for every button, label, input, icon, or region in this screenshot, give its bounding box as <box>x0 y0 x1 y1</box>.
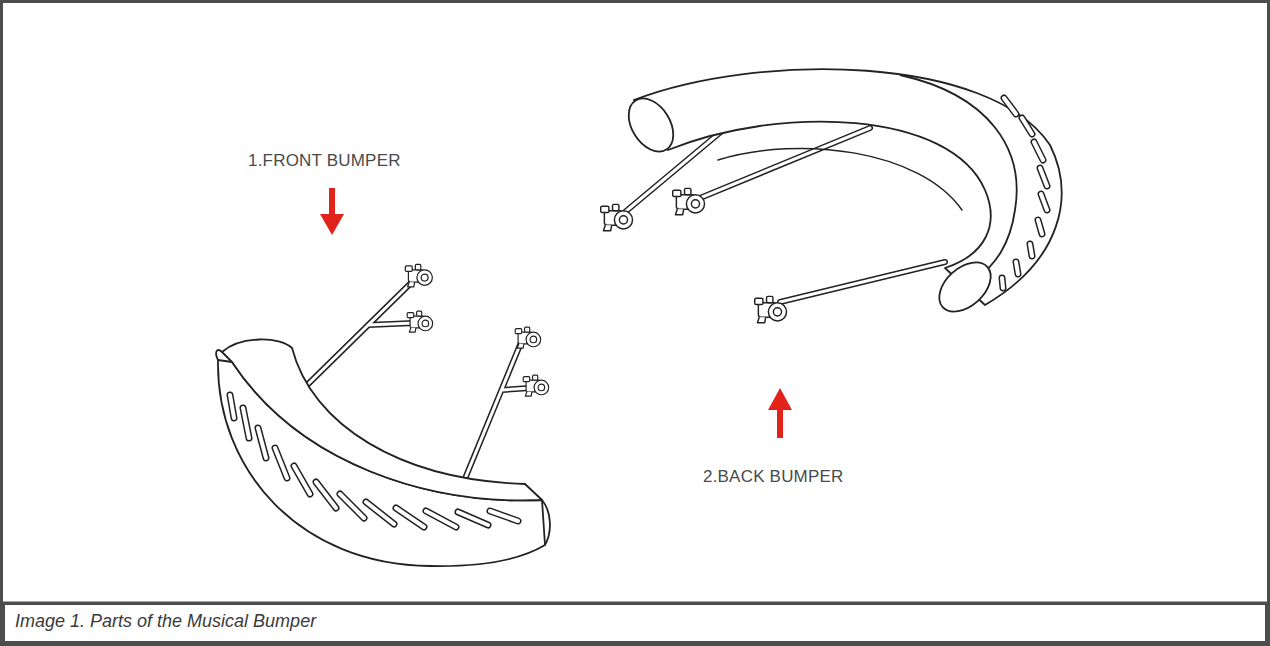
bumper-edge-line <box>900 75 1017 280</box>
bumper-end-cap <box>216 350 222 360</box>
pointer-arrow-head <box>768 388 792 410</box>
pointer-arrow-shaft <box>777 406 783 438</box>
bumper-end-cap <box>620 90 683 159</box>
pipe-clamp <box>673 188 705 214</box>
bumper-slot-fill <box>230 395 518 527</box>
bumper-slot <box>1002 98 1047 288</box>
part-label-text: 2.BACK BUMPER <box>703 467 844 486</box>
part-label: 2.BACK BUMPER <box>703 467 844 487</box>
pointer-arrow-shaft <box>329 188 335 218</box>
bumper-band <box>634 69 1062 305</box>
pipe-clamp <box>523 375 548 396</box>
bumper-end-cap <box>930 253 1000 321</box>
bumper-slot <box>230 395 518 527</box>
inner-ring <box>718 148 962 210</box>
caption-box <box>4 604 1266 642</box>
pipe-clamp <box>407 311 432 332</box>
pipe-clamp <box>601 204 633 230</box>
bumper-slot-fill <box>1002 98 1047 288</box>
pipe-clamp <box>515 327 540 348</box>
caption-divider <box>0 602 1270 605</box>
bumper-end-cap <box>542 500 550 545</box>
pipe-clamp <box>755 296 787 322</box>
figure-caption: Image 1. Parts of the Musical Bumper <box>15 611 316 632</box>
part-label: 1.FRONT BUMPER <box>248 151 401 171</box>
part-label-text: 1.FRONT BUMPER <box>248 151 401 170</box>
bumper-top-face <box>222 339 542 500</box>
pointer-arrow-head <box>320 214 344 235</box>
figure-caption-text: Image 1. Parts of the Musical Bumper <box>15 611 316 631</box>
pipe-clamp <box>405 264 432 286</box>
